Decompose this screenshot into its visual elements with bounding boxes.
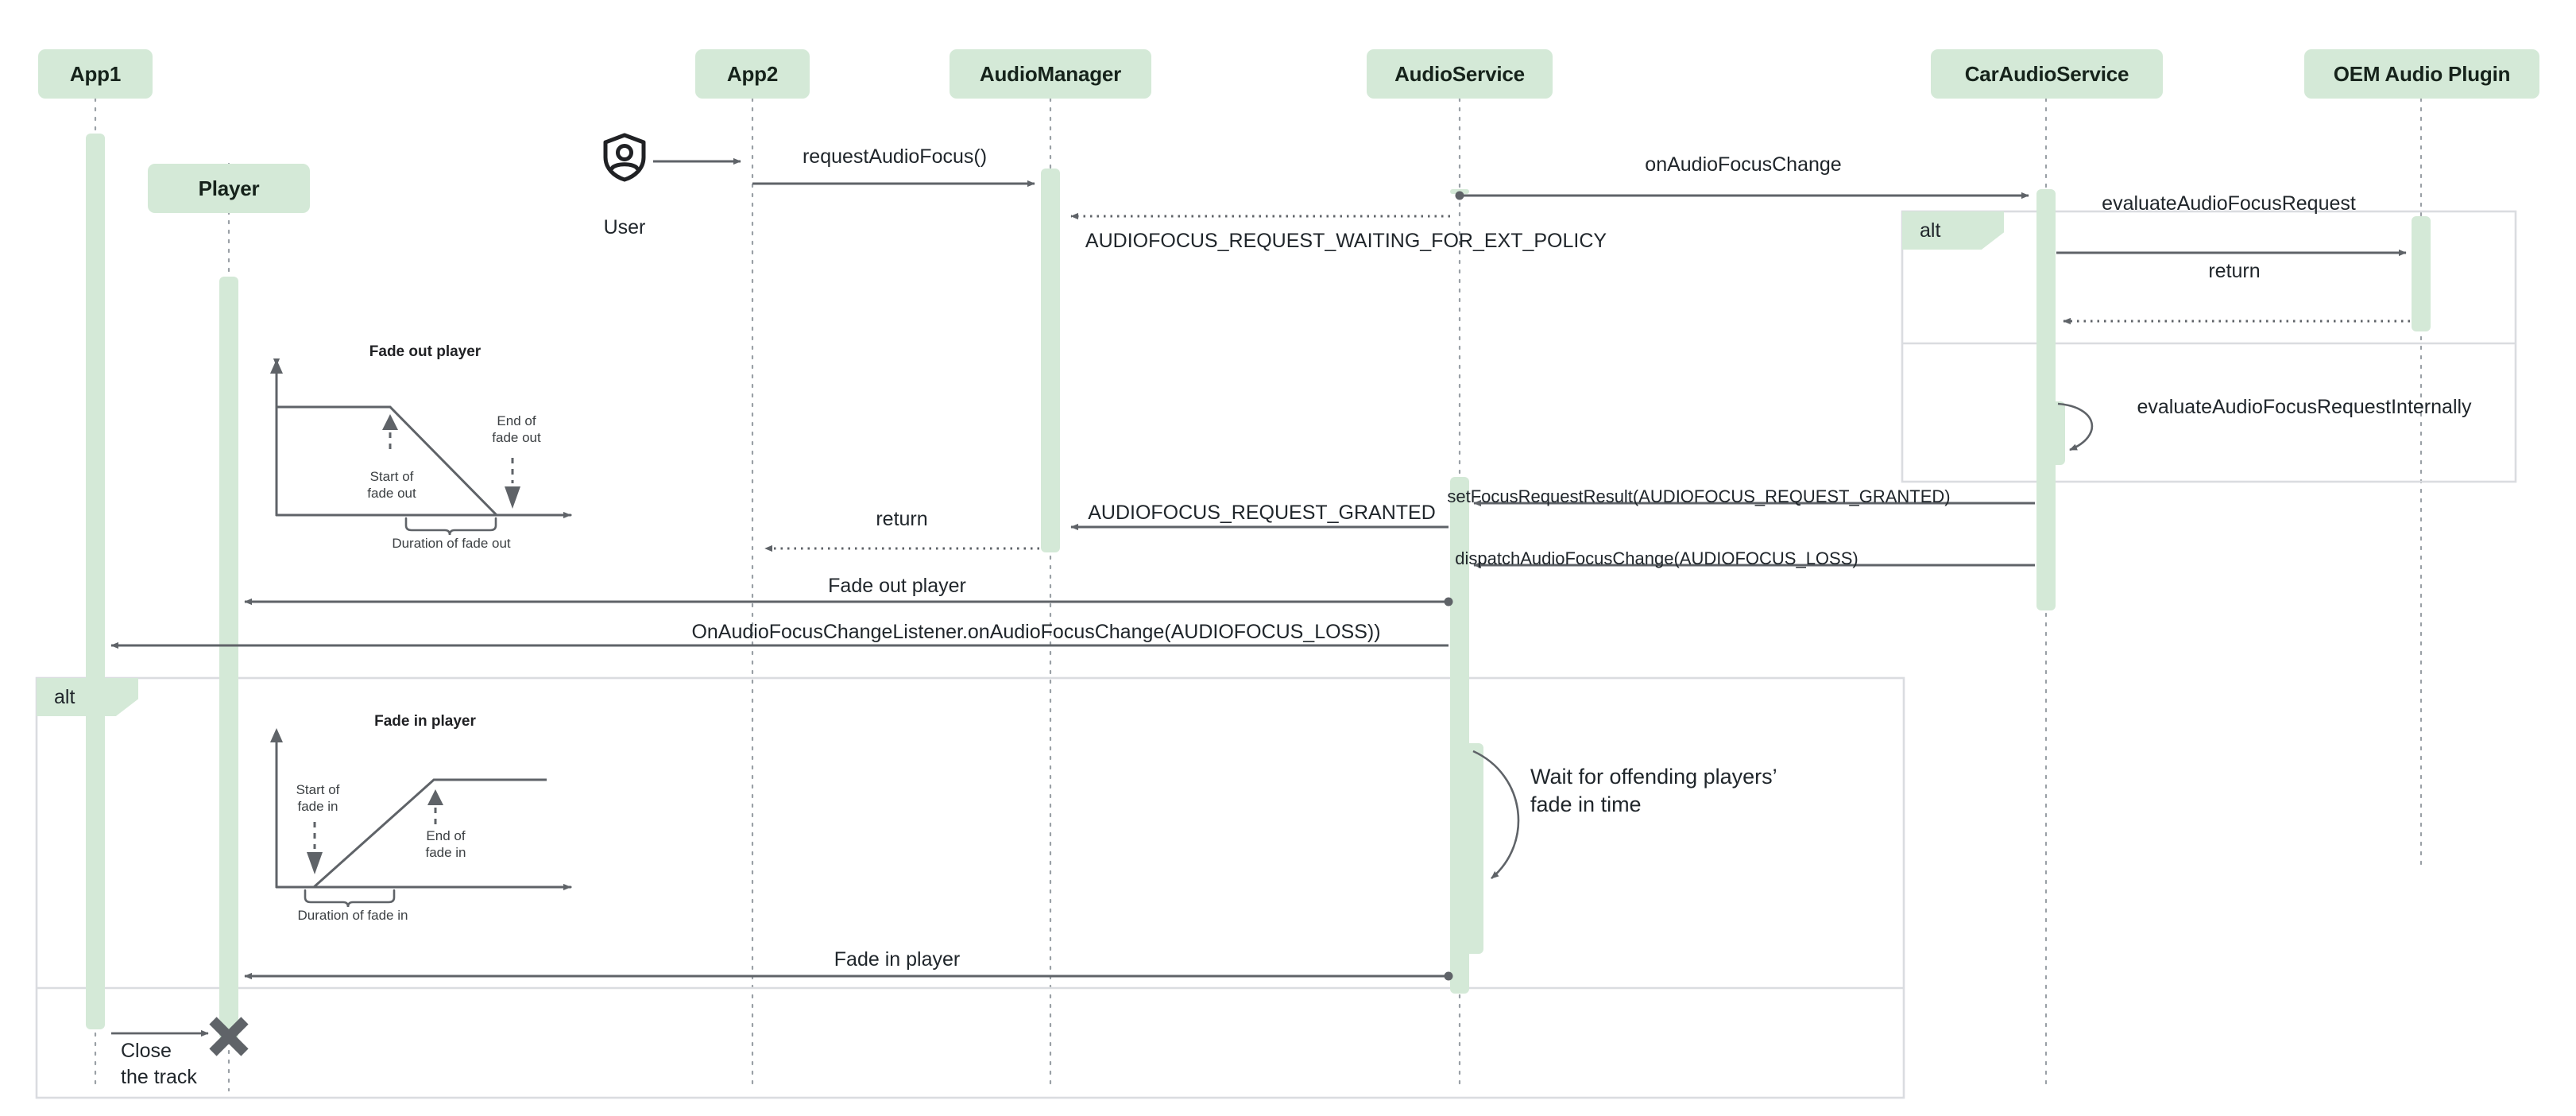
fragment-tag-alt-right-label: alt — [1920, 219, 1941, 242]
label-audiomanager-return: return — [876, 508, 928, 530]
activation-player — [219, 277, 238, 1040]
shield-person-icon — [603, 133, 646, 182]
frame-alt-right — [1901, 210, 2517, 483]
label-dispatchaudiofocuschange: dispatchAudioFocusChange(AUDIOFOCUS_LOSS… — [1455, 548, 1858, 570]
participant-app1-label: App1 — [69, 61, 122, 86]
fade-in-start-note: Start of fade in — [296, 782, 340, 814]
label-evaluateaudiofocusrequest: evaluateAudioFocusRequest — [2102, 192, 2356, 215]
fade-in-duration-note: Duration of fade in — [297, 908, 408, 923]
participant-caraudioservice[interactable]: CarAudioService — [1931, 49, 2163, 99]
activation-audiomanager — [1041, 169, 1060, 552]
activation-audioservice-nested — [1464, 743, 1483, 954]
label-fade-out-player: Fade out player — [828, 575, 966, 597]
participant-audiomanager[interactable]: AudioManager — [950, 49, 1151, 99]
label-audiofocus-request-granted: AUDIOFOCUS_REQUEST_GRANTED — [1088, 502, 1436, 524]
fade-out-start-note: Start of fade out — [367, 469, 416, 501]
label-dispatchaudiofocuschange-text: dispatchAudioFocusChange(AUDIOFOCUS_LOSS… — [1455, 548, 1859, 568]
fragment-tag-alt-left-label: alt — [54, 685, 75, 708]
label-evaluateaudiofocusrequestinternally: evaluateAudioFocusRequestInternally — [2137, 396, 2472, 418]
fade-in-end-note: End of fade in — [425, 828, 466, 860]
participant-player[interactable]: Player — [148, 164, 310, 213]
actor-user-label: User — [603, 216, 646, 238]
fragment-frames — [35, 210, 2517, 1099]
label-oem-return: return — [2208, 260, 2261, 282]
frame-alt-left — [35, 676, 1905, 1099]
participant-oemplugin-label: OEM Audio Plugin — [2333, 61, 2511, 86]
participant-caraudioservice-label: CarAudioService — [1964, 61, 2129, 86]
label-setfocusrequestresult: setFocusRequestResult(AUDIOFOCUS_REQUEST… — [1447, 486, 1950, 508]
participant-app2[interactable]: App2 — [695, 49, 810, 99]
fade-out-chart-title: Fade out player — [369, 343, 482, 360]
activation-oemplugin — [2412, 216, 2431, 331]
activation-bars — [86, 134, 2431, 1040]
activation-caraudioservice-nested — [2046, 401, 2065, 465]
label-wait-for-fade-in-time: Wait for offending players’ fade in time — [1530, 765, 1777, 817]
label-requestaudiofocus: requestAudioFocus() — [802, 145, 988, 168]
arrow-wait-for-fade-in-time — [1472, 750, 1520, 879]
activation-audioservice-top — [1450, 189, 1469, 194]
label-setfocusrequestresult-text: setFocusRequestResult(AUDIOFOCUS_REQUEST… — [1447, 486, 1951, 506]
participant-oemplugin[interactable]: OEM Audio Plugin — [2304, 49, 2539, 99]
fragment-tag-alt-left: alt — [37, 678, 138, 716]
participant-app2-label: App2 — [726, 61, 779, 86]
fragment-tag-alt-right: alt — [1902, 211, 2004, 250]
participant-player-label: Player — [198, 176, 260, 200]
activation-caraudioservice — [2036, 189, 2056, 610]
fade-in-chart-title: Fade in player — [374, 713, 476, 730]
fade-in-chart-vectors — [270, 728, 572, 908]
fade-out-end-note: End of fade out — [492, 413, 541, 445]
label-waiting-for-ext-policy: AUDIOFOCUS_REQUEST_WAITING_FOR_EXT_POLIC… — [1085, 230, 1607, 252]
participant-audioservice-label: AudioService — [1394, 61, 1525, 86]
label-onaudiofocuschangelistener: OnAudioFocusChangeListener.onAudioFocusC… — [691, 621, 1381, 643]
message-arrows — [110, 157, 2410, 1037]
arrow-evaluateaudiofocusrequestinternally — [2057, 402, 2094, 451]
label-fade-in-player: Fade in player — [834, 948, 961, 971]
fade-out-chart-vectors — [270, 358, 572, 536]
activation-app1 — [86, 134, 105, 1029]
participant-audioservice[interactable]: AudioService — [1367, 49, 1553, 99]
label-onaudiofocuschange: onAudioFocusChange — [1645, 153, 1842, 176]
label-close-the-track: Close the track — [121, 1040, 197, 1088]
participant-audiomanager-label: AudioManager — [979, 61, 1122, 86]
destroy-x-icon — [209, 1017, 249, 1056]
participant-app1[interactable]: App1 — [38, 49, 153, 99]
fade-out-duration-note: Duration of fade out — [392, 536, 511, 551]
